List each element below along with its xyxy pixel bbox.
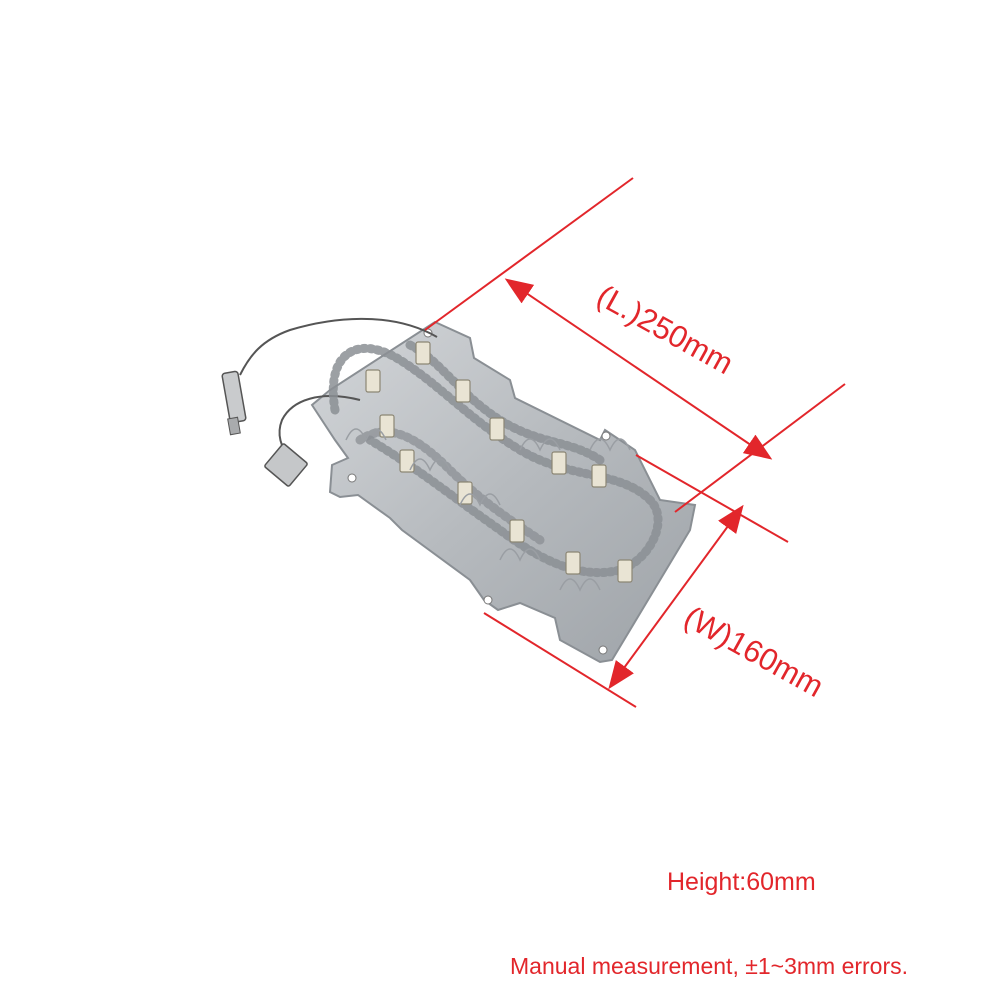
measurement-note: Manual measurement, ±1~3mm errors.	[510, 953, 909, 979]
width-dimension-arrow	[608, 504, 744, 690]
ceramic-insulators	[365, 341, 633, 583]
mounting-hole	[598, 645, 608, 655]
connector-terminal	[221, 370, 308, 487]
mounting-hole	[601, 431, 611, 441]
length-extension-line	[424, 177, 634, 331]
mounting-hole	[347, 473, 357, 483]
width-extension-line	[483, 612, 637, 708]
dimension-lines	[424, 177, 846, 708]
height-dimension-label: Height:60mm	[667, 868, 816, 896]
width-extension-line	[635, 454, 789, 543]
length-dimension-arrow	[504, 278, 773, 460]
mounting-hole	[483, 595, 493, 605]
